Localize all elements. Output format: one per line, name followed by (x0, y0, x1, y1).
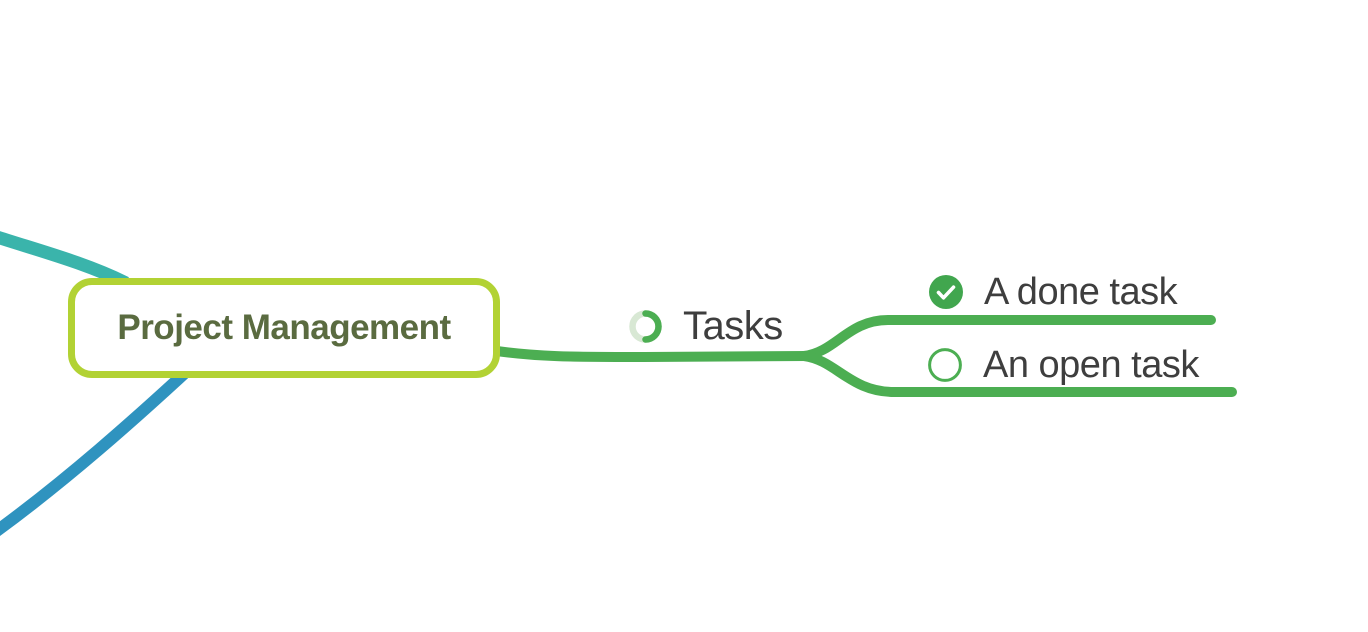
node-open-task[interactable]: An open task (928, 344, 1199, 386)
open-task-label: An open task (983, 343, 1199, 386)
teal-branch-line (0, 231, 129, 289)
node-tasks[interactable]: Tasks (628, 304, 783, 348)
progress-ring-fill (642, 309, 662, 343)
root-node-project-management[interactable]: Project Management (68, 278, 500, 378)
node-done-task[interactable]: A done task (929, 270, 1178, 313)
checked-circle-icon[interactable] (929, 275, 963, 309)
open-task-branch-line (799, 351, 1237, 397)
open-circle-outline (928, 348, 962, 382)
open-circle-icon[interactable] (928, 348, 962, 382)
done-task-label: A done task (984, 270, 1178, 313)
tasks-branch-line (489, 345, 808, 363)
progress-ring-icon (629, 309, 662, 343)
check-mark (936, 285, 956, 300)
blue-branch-line (0, 366, 192, 537)
checked-circle-bg (929, 275, 963, 309)
root-node-label: Project Management (117, 308, 451, 347)
tasks-node-label: Tasks (683, 303, 783, 348)
